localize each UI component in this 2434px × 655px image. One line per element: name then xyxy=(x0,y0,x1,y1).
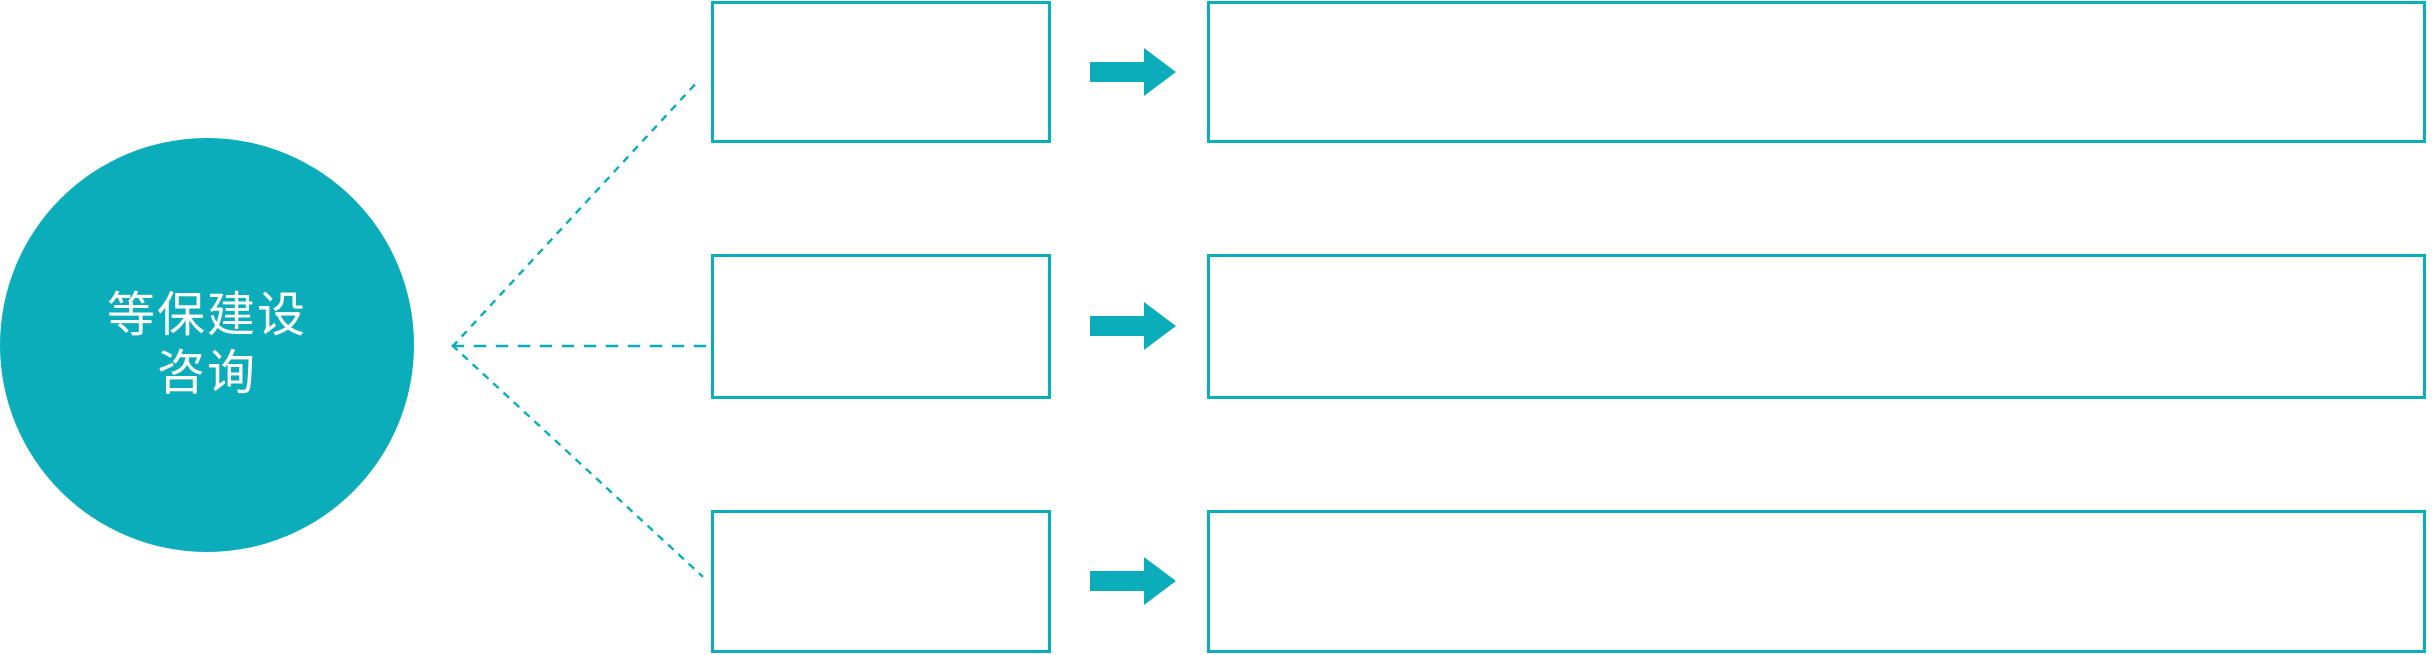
hub-label-line-2: 咨询 xyxy=(156,347,257,400)
right-arrow-icon-3 xyxy=(1090,557,1176,605)
stage-box-1[interactable] xyxy=(711,1,1051,143)
detail-box-1[interactable] xyxy=(1207,1,2426,143)
hub-circle[interactable]: 等保建设 咨询 xyxy=(0,138,414,552)
detail-box-3[interactable] xyxy=(1207,510,2426,653)
right-arrow-icon-1 xyxy=(1090,48,1176,96)
connector-branch-top xyxy=(451,77,702,348)
stage-box-3[interactable] xyxy=(711,510,1051,653)
hub-label-line-1: 等保建设 xyxy=(106,289,307,342)
stage-box-2[interactable] xyxy=(711,254,1051,399)
right-arrow-icon-2 xyxy=(1090,302,1176,350)
connector-branch-bottom xyxy=(451,344,704,578)
detail-box-2[interactable] xyxy=(1207,254,2426,399)
